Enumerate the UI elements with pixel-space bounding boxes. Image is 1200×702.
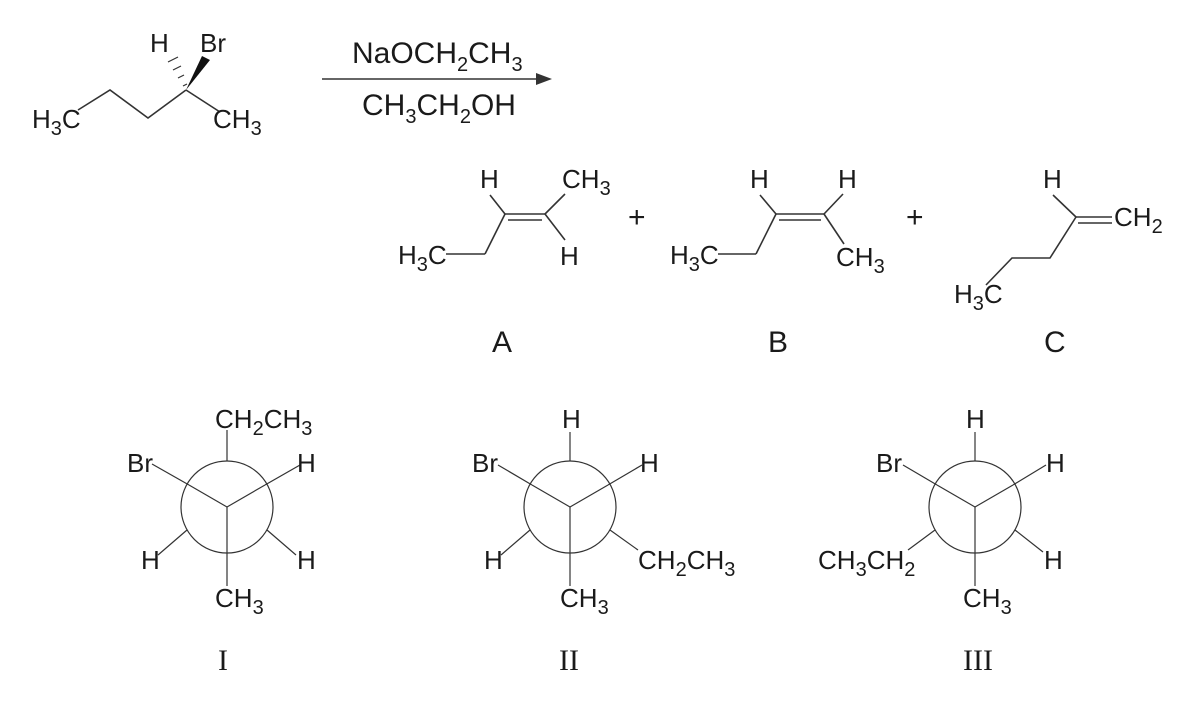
plus-sign-1: + [628,201,646,234]
newman-iii-h-lower-right: H [1044,545,1063,575]
arrow-head [536,73,552,85]
reaction-arrow-group: NaOCH2CH3 CH3CH2OH [322,37,552,128]
product-b: H H H3C CH3 B [670,164,885,359]
newman-iii-br-bond [902,464,938,486]
newman-ii-front-bond-left [531,484,571,508]
newman-i-front-bond-left [188,484,228,508]
product-a-h-bond [489,194,506,215]
newman-iii-h-bond [1012,464,1047,486]
newman-i-h-lower-left: H [141,545,160,575]
newman-ii-ch3: CH3 [560,583,609,619]
product-a-h-bond-2 [544,213,566,241]
product-c-h: H [1043,164,1062,194]
reactant-molecule: H3C H Br CH3 [32,28,262,140]
newman-i-h-upper: H [297,448,316,478]
newman-iii-h-upper: H [1046,448,1065,478]
newman-ii-h-top: H [562,404,581,434]
product-a-h3c: H3C [398,240,447,276]
newman-ii-back-bond-left [500,529,531,556]
reagent-solvent: CH3CH2OH [362,89,516,128]
newman-i-br-bond [151,463,190,486]
newman-ii-h-lower-left: H [484,545,503,575]
newman-i-label: I [218,644,228,677]
reactant-hash-bond [167,56,188,87]
newman-i: CH2CH3 Br H H H CH3 I [127,404,316,677]
product-c-chain [985,216,1077,286]
newman-i-back-bond-left [157,529,188,556]
product-c-ch2: CH2 [1114,202,1163,238]
newman-iii-h-top: H [966,404,985,434]
product-a-chain-1 [484,213,506,255]
product-b-chain-1 [755,213,777,255]
newman-i-back-bond-right [266,529,297,556]
newman-ii-br: Br [472,448,498,478]
newman-iii-label: III [963,644,993,677]
product-a: H CH3 H H3C A [398,164,611,359]
product-c-h-bond [1052,194,1077,218]
product-c-h3c: H3C [954,279,1003,315]
product-b-label: B [768,326,788,359]
newman-ii-back-bond-right [609,529,639,551]
newman-iii-front-bond-right [974,484,1014,508]
product-a-ch3-bond [544,193,566,215]
product-a-label: A [492,326,512,359]
product-a-ch3: CH3 [562,164,611,200]
newman-i-front-bond-right [226,484,266,508]
newman-i-br: Br [127,448,153,478]
newman-iii-ch3: CH3 [963,583,1012,619]
newman-iii-back-bond-left [907,529,936,551]
reactant-ch3-bond [185,89,221,113]
newman-iii-back-bond-right [1014,529,1044,553]
product-a-h-bottom: H [560,241,579,271]
product-b-h3c: H3C [670,240,719,276]
reactant-wedge-bond [186,56,210,90]
plus-sign-2: + [906,201,924,234]
reagent-base: NaOCH2CH3 [352,37,523,76]
newman-i-h-lower-right: H [297,545,316,575]
reactant-h3c-label: H3C [32,104,81,140]
product-b-h-left: H [750,164,769,194]
product-b-ch3-bond [823,213,845,245]
product-b-h-right: H [838,164,857,194]
newman-ii-h-bond [607,464,643,486]
newman-ii-ch2ch3: CH2CH3 [638,545,735,581]
newman-ii: H Br H H CH2CH3 CH3 II [472,404,735,677]
product-c: H CH2 H3C C [954,164,1163,359]
reactant-chain [77,89,187,119]
reactant-h-label: H [150,28,169,58]
reactant-ch3-label: CH3 [213,104,262,140]
newman-ii-br-bond [497,464,533,486]
newman-iii: H Br H CH3CH2 H CH3 III [818,404,1065,677]
reactant-br-label: Br [200,28,226,58]
newman-ii-front-bond-right [569,484,609,508]
newman-i-ch2ch3: CH2CH3 [215,404,312,440]
newman-i-ch3: CH3 [215,583,264,619]
product-b-h-bond-2 [823,193,844,215]
product-b-ch3: CH3 [836,242,885,278]
product-c-label: C [1044,326,1066,359]
newman-ii-h-upper: H [640,448,659,478]
newman-iii-front-bond-left [936,484,976,508]
newman-ii-label: II [559,644,579,677]
product-a-h-top: H [480,164,499,194]
newman-iii-br: Br [876,448,902,478]
newman-i-h-bond [264,464,301,486]
newman-iii-ch3ch2: CH3CH2 [818,545,915,581]
product-b-h-bond-1 [759,194,777,215]
